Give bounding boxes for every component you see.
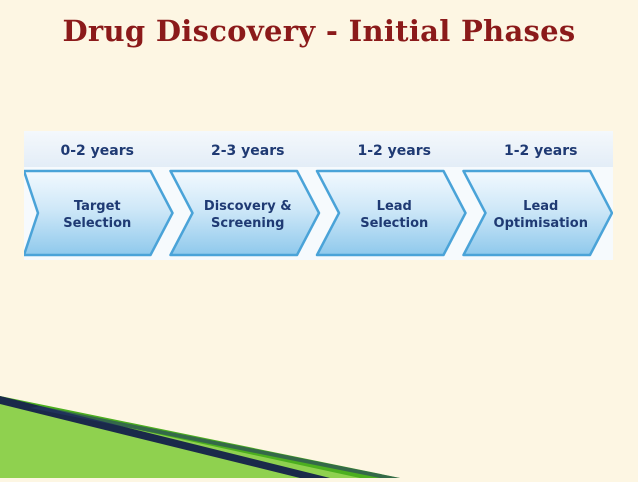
phase-label-2-line1: Discovery & (204, 199, 292, 214)
phase-arrow-1 (24, 169, 174, 257)
phase-label-4-line2: Optimisation (494, 216, 588, 231)
phase-label-1-line1: Target (74, 199, 121, 214)
header-band (24, 131, 613, 167)
phase-duration-4: 1-2 years (504, 143, 577, 159)
phase-diagram: 0-2 years 2-3 years 1-2 years 1-2 years Tar… (24, 131, 613, 260)
corner-decoration (0, 396, 400, 478)
phase-duration-1: 0-2 years (61, 143, 134, 159)
phase-arrow-2 (169, 169, 321, 257)
slide-title: Drug Discovery - Initial Phases (62, 14, 576, 48)
phase-label-4-line1: Lead (523, 199, 558, 214)
phase-arrow-4 (462, 169, 613, 257)
phase-duration-2: 2-3 years (211, 143, 284, 159)
phase-label-3-line2: Selection (360, 216, 428, 231)
phase-label-1-line2: Selection (63, 216, 131, 231)
phase-label-3-line1: Lead (377, 199, 412, 214)
phase-arrow-3 (315, 169, 467, 257)
corner-shadow-stripe (30, 406, 400, 478)
phase-label-2-line2: Screening (211, 216, 284, 231)
phase-duration-3: 1-2 years (358, 143, 431, 159)
